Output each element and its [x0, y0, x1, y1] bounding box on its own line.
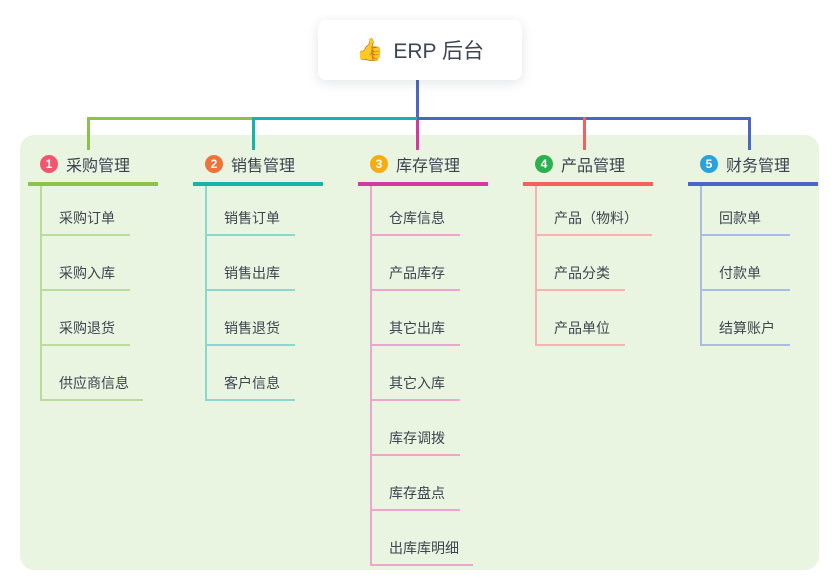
node-customer-info[interactable]: 客户信息	[207, 346, 295, 401]
node-purchase-inbound[interactable]: 采购入库	[42, 236, 130, 291]
background-panel	[20, 135, 819, 570]
branch-badge: 3	[370, 155, 388, 173]
node-sales-order[interactable]: 销售订单	[207, 186, 295, 236]
node-stock-transfer[interactable]: 库存调拨	[372, 401, 460, 456]
node-outbound-detail[interactable]: 出库库明细	[372, 511, 473, 566]
branch-product: 4 产品管理 产品（物料） 产品分类 产品单位	[523, 150, 653, 346]
branch-children: 产品（物料） 产品分类 产品单位	[535, 186, 653, 346]
node-product-unit[interactable]: 产品单位	[537, 291, 625, 346]
branch-badge: 4	[535, 155, 553, 173]
branch-badge: 1	[40, 155, 58, 173]
node-payment-bill[interactable]: 付款单	[702, 236, 790, 291]
drop-line-inventory	[416, 120, 419, 150]
branch-title-label: 采购管理	[66, 158, 131, 175]
root-stem-line	[416, 80, 419, 117]
node-supplier-info[interactable]: 供应商信息	[42, 346, 143, 401]
bus-line-green	[87, 117, 253, 120]
node-product-stock[interactable]: 产品库存	[372, 236, 460, 291]
branch-title-inventory[interactable]: 3 库存管理	[358, 150, 488, 186]
branch-title-sales[interactable]: 2 销售管理	[193, 150, 323, 186]
bus-line-teal	[253, 117, 417, 120]
node-other-inbound[interactable]: 其它入库	[372, 346, 460, 401]
branch-children: 仓库信息 产品库存 其它出库 其它入库 库存调拨 库存盘点 出库库明细	[370, 186, 488, 566]
branch-badge: 5	[700, 155, 718, 173]
node-warehouse-info[interactable]: 仓库信息	[372, 186, 460, 236]
thumbs-up-icon: 👍	[355, 37, 384, 62]
node-sales-outbound[interactable]: 销售出库	[207, 236, 295, 291]
branch-badge: 2	[205, 155, 223, 173]
branch-finance: 5 财务管理 回款单 付款单 结算账户	[688, 150, 818, 346]
node-other-outbound[interactable]: 其它出库	[372, 291, 460, 346]
node-settlement-account[interactable]: 结算账户	[702, 291, 790, 346]
root-title: ERP 后台	[393, 40, 485, 63]
drop-line-sales	[252, 117, 255, 150]
node-purchase-order[interactable]: 采购订单	[42, 186, 130, 236]
node-sales-return[interactable]: 销售退货	[207, 291, 295, 346]
branch-sales: 2 销售管理 销售订单 销售出库 销售退货 客户信息	[193, 150, 323, 401]
drop-line-product	[583, 117, 586, 150]
node-purchase-return[interactable]: 采购退货	[42, 291, 130, 346]
branch-purchase: 1 采购管理 采购订单 采购入库 采购退货 供应商信息	[28, 150, 158, 401]
root-node[interactable]: 👍 ERP 后台	[318, 20, 522, 80]
branch-title-product[interactable]: 4 产品管理	[523, 150, 653, 186]
branch-title-label: 销售管理	[231, 158, 296, 175]
node-stock-taking[interactable]: 库存盘点	[372, 456, 460, 511]
drop-line-purchase	[87, 117, 90, 150]
branch-title-label: 产品管理	[561, 158, 626, 175]
branch-title-finance[interactable]: 5 财务管理	[688, 150, 818, 186]
branch-title-purchase[interactable]: 1 采购管理	[28, 150, 158, 186]
branch-children: 回款单 付款单 结算账户	[700, 186, 818, 346]
node-product-category[interactable]: 产品分类	[537, 236, 625, 291]
branch-inventory: 3 库存管理 仓库信息 产品库存 其它出库 其它入库 库存调拨 库存盘点 出库库…	[358, 150, 488, 566]
branch-title-label: 财务管理	[726, 158, 791, 175]
branch-title-label: 库存管理	[396, 158, 461, 175]
drop-line-finance	[748, 117, 751, 150]
branch-children: 销售订单 销售出库 销售退货 客户信息	[205, 186, 323, 401]
node-product-material[interactable]: 产品（物料）	[537, 186, 652, 236]
node-receipt-bill[interactable]: 回款单	[702, 186, 790, 236]
branch-children: 采购订单 采购入库 采购退货 供应商信息	[40, 186, 158, 401]
